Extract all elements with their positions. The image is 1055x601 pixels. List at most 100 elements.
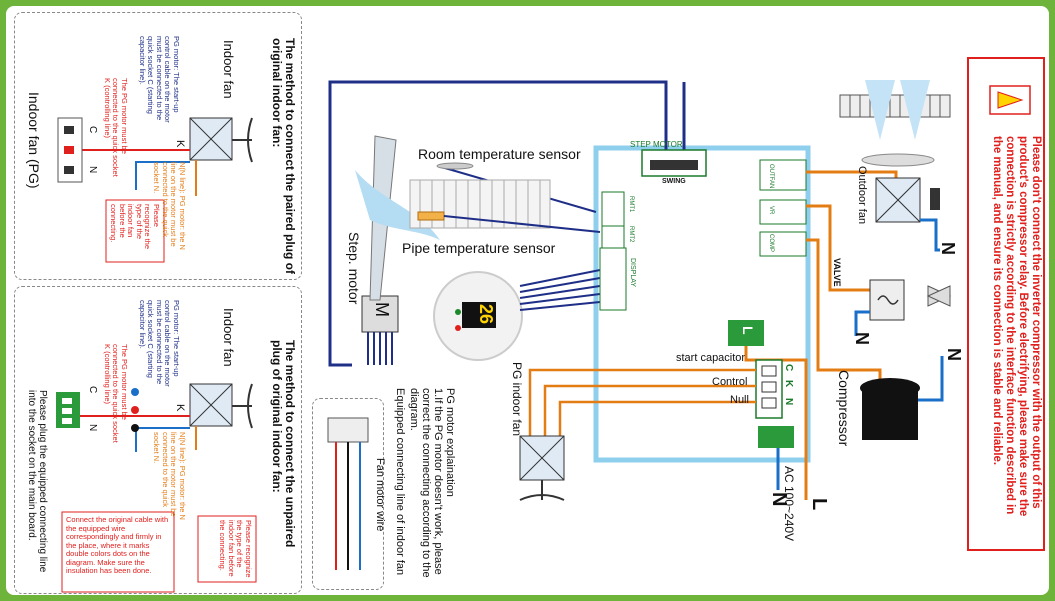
paired-n: N	[87, 166, 98, 174]
pipe-sensor	[417, 211, 445, 221]
unpaired-note-recognize: Please recognize the type of the indoor …	[218, 520, 254, 578]
airflow-up-2	[900, 80, 930, 140]
connect-note-box	[61, 511, 175, 593]
outfan-n-label: N	[938, 242, 958, 255]
valve-label: VALVE	[832, 258, 842, 287]
warning-icon	[997, 91, 1024, 109]
l-terminal	[728, 320, 764, 346]
outfan-port-label: OUTFAN	[768, 164, 774, 189]
unpaired-note-blue: PG motor: The start-up control cable on …	[138, 300, 181, 387]
valve-n-label: N	[852, 332, 872, 345]
display-led-red	[455, 325, 461, 331]
display-value: 26	[476, 304, 496, 325]
recognize-note-box-1	[105, 199, 165, 263]
comp-n-wire	[918, 356, 944, 402]
power-l-label: L	[808, 498, 830, 511]
display-label: DISPLAY	[629, 258, 636, 288]
unpaired-connect-note: Connect the original cable with the equi…	[66, 515, 169, 575]
power-terminal	[758, 426, 794, 448]
rmt2-connector	[601, 225, 625, 249]
airflow-up-1	[865, 80, 895, 140]
terminal-c-label: C	[783, 364, 794, 372]
paired-indoor-fan-label: Indoor fan	[221, 40, 236, 99]
unpaired-indoor-fan-label: Indoor fan	[221, 308, 236, 367]
paired-note-recognize: Please recognize the type of the indoor …	[109, 204, 162, 250]
comp-wire	[806, 238, 882, 385]
comp-n-label: N	[944, 348, 964, 361]
terminal-k-label: K	[783, 380, 794, 388]
rmt1-label: RMT1	[628, 196, 634, 213]
start-cap-wire	[528, 368, 756, 436]
step-motor	[361, 295, 399, 333]
paired-title: The method to connect the paired plug of…	[270, 38, 297, 274]
rmt1-connector	[601, 191, 625, 227]
heat-exchanger	[409, 179, 551, 229]
unpaired-k: K	[174, 404, 186, 412]
outdoor-fan	[861, 153, 940, 223]
control-wire	[543, 384, 756, 436]
unpaired-note-orange: N(N line): PG motor: the N line on the m…	[152, 432, 188, 520]
l-terminal-label: L	[740, 326, 756, 335]
comp-port	[759, 231, 807, 257]
pg-explanation-line2: Equipped connecting line of indoor fan	[394, 388, 406, 576]
display-wires	[519, 269, 601, 311]
vr-port	[759, 199, 807, 225]
motor-m-label: M	[372, 302, 392, 317]
room-sensor	[436, 162, 474, 170]
unpaired-title: The method to connect the unpaired plug …	[270, 340, 297, 548]
paired-panel-border	[14, 12, 302, 280]
unpaired-c: C	[87, 386, 98, 394]
compressor	[862, 388, 918, 440]
fan-wire-plug	[327, 417, 369, 443]
null-wire	[558, 400, 756, 436]
terminal-n-label: N	[783, 398, 794, 406]
display-screen	[462, 302, 496, 328]
unpaired-n: N	[87, 424, 98, 432]
start-capacitor-label: start capacitor	[676, 352, 746, 364]
step-motor-board-label: STEP MOTOR	[630, 140, 683, 149]
paired-blue-wire	[135, 161, 190, 190]
pipe-sensor-label: Pipe temperature sensor	[402, 240, 556, 256]
control-label: Control	[712, 376, 748, 388]
power-n-label: N	[768, 492, 790, 507]
step-motor-pins	[650, 160, 698, 170]
paired-k: K	[174, 140, 186, 148]
fan-motor-wire-box	[312, 398, 384, 590]
fan-motor-wire-label: Fan motor wire	[374, 458, 386, 532]
swing-label: SWING	[662, 178, 686, 185]
step-motor-label: Step. motor	[346, 232, 362, 305]
outfan-port	[759, 159, 807, 191]
outfan-n-wire	[920, 218, 940, 252]
paired-note-blue: PG motor: The start-up control cable on …	[138, 36, 181, 123]
display-led-green	[455, 309, 461, 315]
rmt2-label: RMT2	[628, 226, 634, 243]
display-connector	[599, 247, 627, 311]
paired-c: C	[87, 126, 98, 134]
warning-text: Please don't connect the inverter compre…	[991, 136, 1042, 517]
room-sensor-label: Room temperature sensor	[418, 146, 581, 162]
outdoor-fan-label: Outdoor fan	[856, 166, 868, 225]
outdoor-coil	[839, 94, 951, 118]
valve-coil	[869, 279, 905, 321]
step-motor-loop	[328, 80, 668, 367]
compressor-label: Compressor	[836, 370, 852, 447]
pg-explanation-title: PG motor explaination	[444, 388, 456, 497]
warning-icon-frame	[989, 85, 1031, 115]
indoor-fan-terminal	[755, 359, 783, 419]
unpaired-note-red: The PG motor must be connected to the qu…	[103, 344, 129, 443]
pg-indoor-fan-label: PG indoor fan	[510, 362, 524, 437]
step-motor-wires	[367, 332, 393, 365]
null-label: Null	[730, 394, 749, 406]
recognize-note-box-2	[197, 515, 257, 583]
valve-wire	[806, 204, 870, 292]
pg-explanation-line1: 1.If the PG motor doesn't work, please c…	[408, 388, 444, 578]
valve-n-wire	[854, 310, 870, 336]
unpaired-plug-note: Please plug the equipped connecting line…	[26, 390, 48, 573]
paired-note-red: The PG motor must be connected to the qu…	[103, 78, 129, 177]
vr-port-label: VR	[768, 206, 774, 215]
warning-box	[967, 57, 1045, 551]
comp-port-label: COMP	[768, 234, 774, 252]
paired-indoor-fan-pg-label: Indoor fan (PG)	[26, 92, 42, 189]
